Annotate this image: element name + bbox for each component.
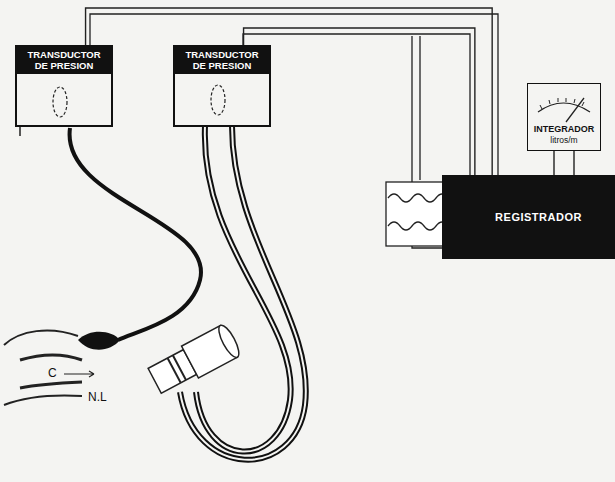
transducer-title: TRANSDUCTOR DE PRESION: [17, 47, 111, 74]
label-c: C: [46, 366, 59, 380]
label-nl: N.L: [86, 390, 109, 404]
mouthpiece: [146, 323, 242, 397]
tick: [19, 127, 21, 136]
diaphragm: [211, 85, 225, 115]
nose-clip: [78, 332, 120, 350]
tube: [70, 128, 201, 340]
integrator-gauge: INTEGRADORlitros/m: [527, 83, 601, 151]
trace: [388, 194, 448, 202]
wire: [90, 14, 498, 175]
gauge-title: INTEGRADOR: [533, 124, 596, 135]
gauge-needle: [566, 98, 584, 122]
tube: [180, 126, 306, 460]
diaphragm: [53, 87, 67, 117]
recorder-title: REGISTRADOR: [495, 211, 582, 223]
trace: [388, 222, 448, 230]
signal-wire: [554, 151, 574, 175]
nostril: [20, 382, 82, 388]
transducer-box: TRANSDUCTOR DE PRESION: [15, 45, 113, 127]
face-profile: [4, 395, 82, 405]
tube: [180, 126, 306, 460]
wire: [243, 34, 470, 175]
face-profile: [4, 330, 78, 345]
signal-wire: [244, 28, 475, 175]
arrow-mark: [64, 371, 94, 377]
gauge-unit: litros/m: [549, 135, 578, 146]
paper-strip: [386, 182, 446, 246]
nostril: [20, 355, 82, 360]
signal-wire: [86, 8, 493, 175]
transducer-title: TRANSDUCTOR DE PRESION: [175, 47, 269, 74]
gauge-scale: [538, 103, 590, 112]
transducer-box: TRANSDUCTOR DE PRESION: [173, 45, 271, 127]
recorder-box: REGISTRADOR: [442, 175, 615, 259]
